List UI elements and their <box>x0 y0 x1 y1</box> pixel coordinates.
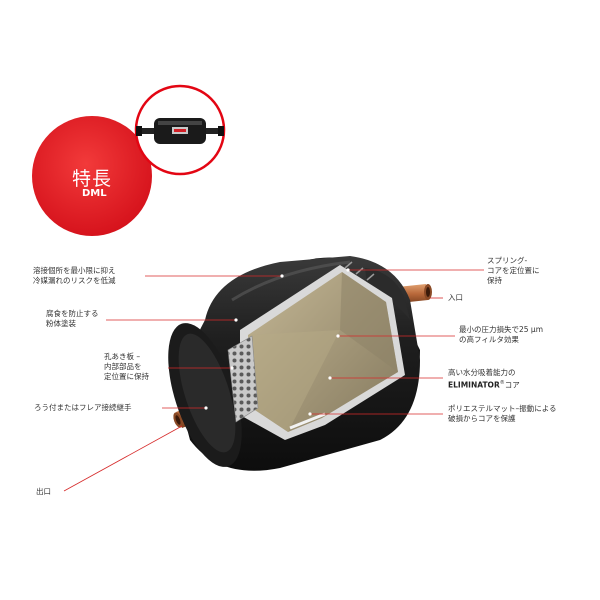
label-solder-joints-line1: 溶接個所を最小限に抑え <box>33 266 116 275</box>
label-perforated-plate: 孔あき板 – 内部部品を 定位置に保持 <box>104 352 149 382</box>
label-outlet: 出口 <box>36 487 51 497</box>
label-polyester-mat-line1: ポリエステルマット–振動による <box>448 404 557 413</box>
product-thumbnail <box>134 84 226 176</box>
label-eliminator-brand: ELIMINATOR <box>448 380 500 390</box>
label-perforated-plate-line1: 孔あき板 – <box>104 352 141 361</box>
leader-outlet <box>63 425 183 492</box>
label-filtration-line1: 最小の圧力損失で25 μm <box>459 325 544 334</box>
badge-title: 特長 <box>72 168 113 190</box>
label-connection: ろう付またはフレア接続継手 <box>34 403 132 413</box>
label-spring: スプリング- コアを定位置に 保持 <box>487 256 540 286</box>
label-spring-line3: 保持 <box>487 276 502 285</box>
label-powder-coating: 腐食を防止する 粉体塗装 <box>46 309 99 329</box>
label-filtration: 最小の圧力損失で25 μm の高フィルタ効果 <box>459 325 543 345</box>
label-perforated-plate-line2: 内部部品を <box>104 362 142 371</box>
badge-subtitle: DML <box>82 188 107 199</box>
feature-badge <box>32 116 152 236</box>
label-polyester-mat: ポリエステルマット–振動による 破損からコアを保護 <box>448 404 557 424</box>
label-powder-coating-line1: 腐食を防止する <box>46 309 99 318</box>
perforated-plate <box>227 335 259 423</box>
label-spring-line2: コアを定位置に <box>487 266 540 275</box>
cutaway-interior <box>227 261 405 440</box>
label-perforated-plate-line3: 定位置に保持 <box>104 372 149 381</box>
polyester-mat <box>289 412 326 430</box>
label-filtration-line2: の高フィルタ効果 <box>459 335 519 344</box>
label-connection-line1: ろう付またはフレア接続継手 <box>34 403 132 412</box>
label-spring-line1: スプリング- <box>487 256 528 265</box>
label-inlet-line1: 入口 <box>448 293 463 302</box>
label-inlet: 入口 <box>448 293 463 303</box>
label-eliminator-registered: ® <box>499 380 505 386</box>
leader-lines <box>63 269 484 492</box>
label-eliminator-line1: 高い水分吸着能力の <box>448 368 516 377</box>
spring <box>344 261 375 281</box>
label-eliminator-line2: ELIMINATOR®コア <box>448 378 520 391</box>
label-eliminator: 高い水分吸着能力の ELIMINATOR®コア <box>448 368 520 391</box>
label-eliminator-rest: コア <box>504 380 520 390</box>
leader-dots <box>204 268 350 416</box>
label-powder-coating-line2: 粉体塗装 <box>46 319 76 328</box>
label-polyester-mat-line2: 破損からコアを保護 <box>448 414 516 423</box>
label-solder-joints: 溶接個所を最小限に抑え 冷媒漏れのリスクを低減 <box>33 266 116 286</box>
label-solder-joints-line2: 冷媒漏れのリスクを低減 <box>33 276 116 285</box>
label-outlet-line1: 出口 <box>36 487 51 496</box>
